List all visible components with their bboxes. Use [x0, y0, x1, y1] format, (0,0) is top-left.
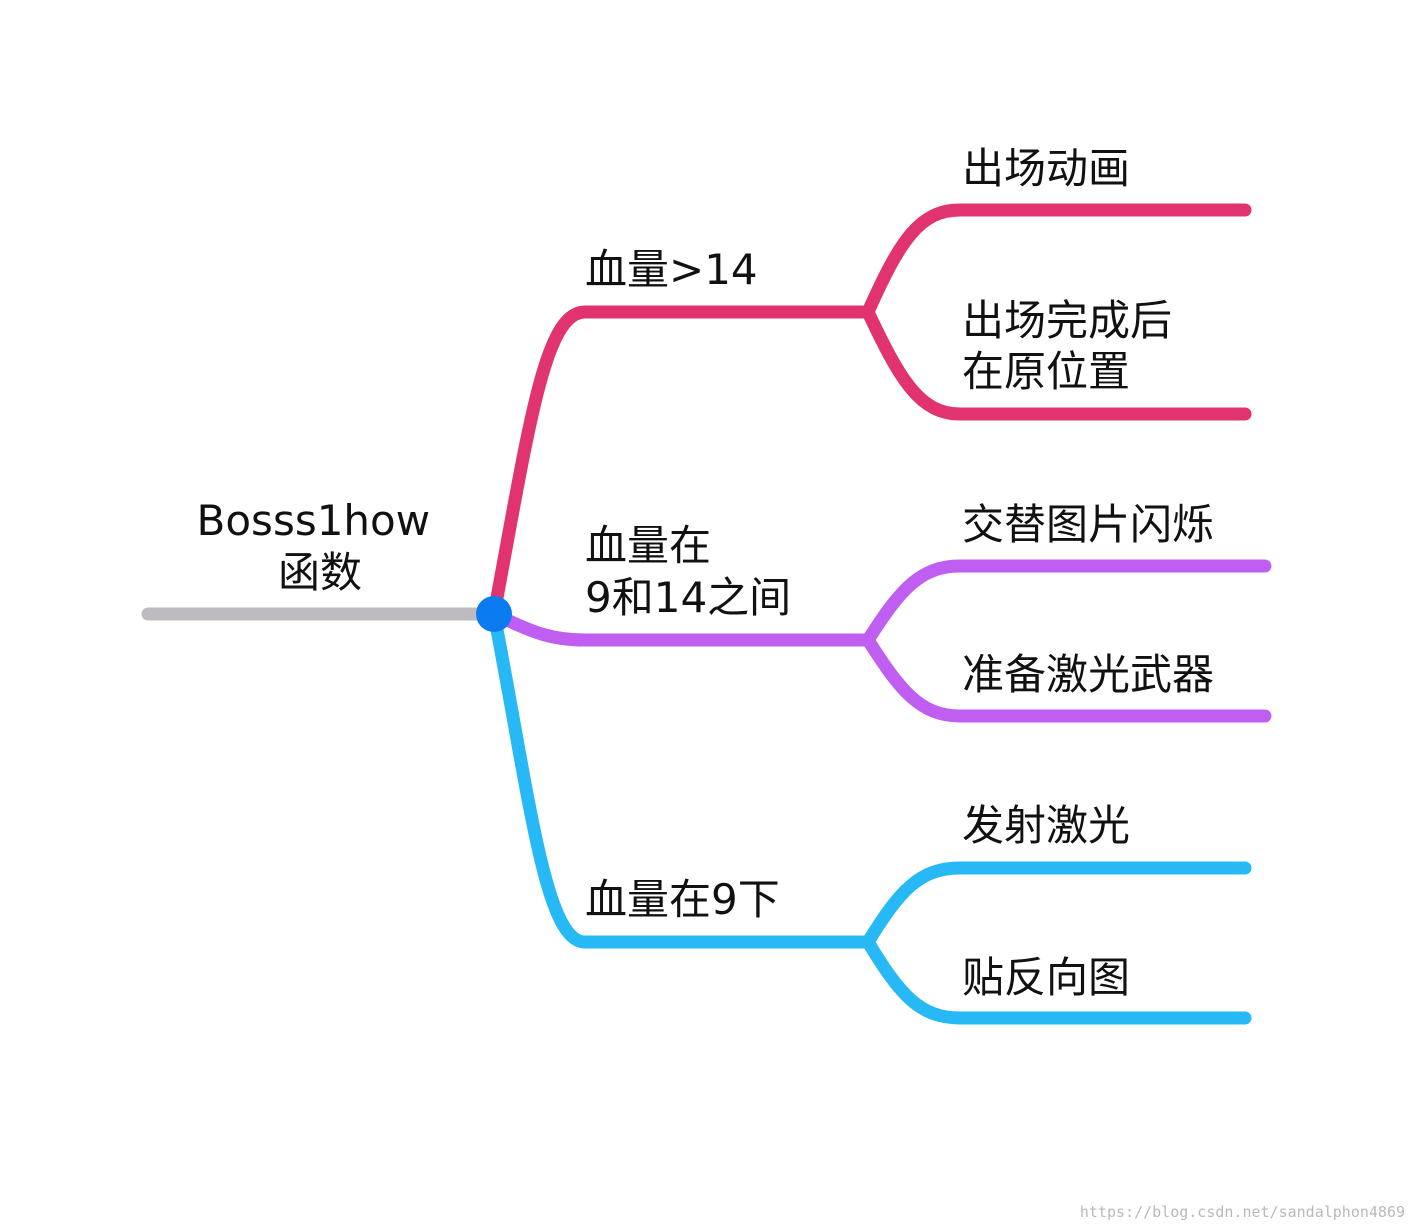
branch-3-connector	[487, 607, 875, 949]
branch-1-child-2-line-2: 在原位置	[962, 347, 1130, 396]
branch-3-child-1-connector	[861, 861, 1252, 949]
branch-1-child-2-connector	[861, 305, 1252, 421]
branch-1-child-1-connector	[861, 203, 1252, 319]
branch-1-label-line-1: 血量>14	[585, 245, 758, 294]
root-node-label[interactable]: Bosss1how 函数	[197, 496, 444, 597]
branch-2-child-1-label[interactable]: 交替图片闪烁	[962, 500, 1214, 549]
root-label-line-2: 函数	[278, 548, 362, 597]
branch-3-child-2-label[interactable]: 贴反向图	[962, 953, 1130, 1002]
branch-3-child-2-connector	[861, 935, 1252, 1025]
branch-1-child-2-line-1: 出场完成后	[962, 296, 1172, 345]
branch-2-label[interactable]: 血量在 9和14之间	[585, 521, 791, 622]
branch-1-child-1-label[interactable]: 出场动画	[962, 144, 1130, 193]
branch-2-child-2-line-1: 准备激光武器	[962, 650, 1214, 699]
hub-node[interactable]	[476, 596, 512, 632]
branch-1-child-2-label[interactable]: 出场完成后 在原位置	[962, 296, 1185, 396]
branch-2-child-1-line-1: 交替图片闪烁	[962, 500, 1214, 549]
watermark-url: https://blog.csdn.net/sandalphon4869	[1079, 1203, 1405, 1221]
branch-2-child-1-connector	[861, 559, 1272, 647]
branch-2-child-2-connector	[861, 633, 1272, 723]
branch-3-label-line-1: 血量在9下	[585, 875, 780, 924]
branch-3-child-1-label[interactable]: 发射激光	[962, 801, 1130, 850]
branch-2-child-2-label[interactable]: 准备激光武器	[962, 650, 1214, 699]
branch-3-child-2-line-1: 贴反向图	[962, 953, 1130, 1002]
branch-3-label[interactable]: 血量在9下	[585, 875, 780, 924]
branch-1-child-1-line-1: 出场动画	[962, 144, 1130, 193]
branch-2-label-line-1: 血量在	[585, 521, 711, 570]
branch-1-connector	[487, 305, 875, 621]
branch-3-child-1-line-1: 发射激光	[962, 801, 1130, 850]
branch-1-label[interactable]: 血量>14	[585, 245, 758, 294]
branch-2-label-line-2: 9和14之间	[585, 573, 791, 622]
root-label-line-1: Bosss1how	[197, 496, 431, 545]
